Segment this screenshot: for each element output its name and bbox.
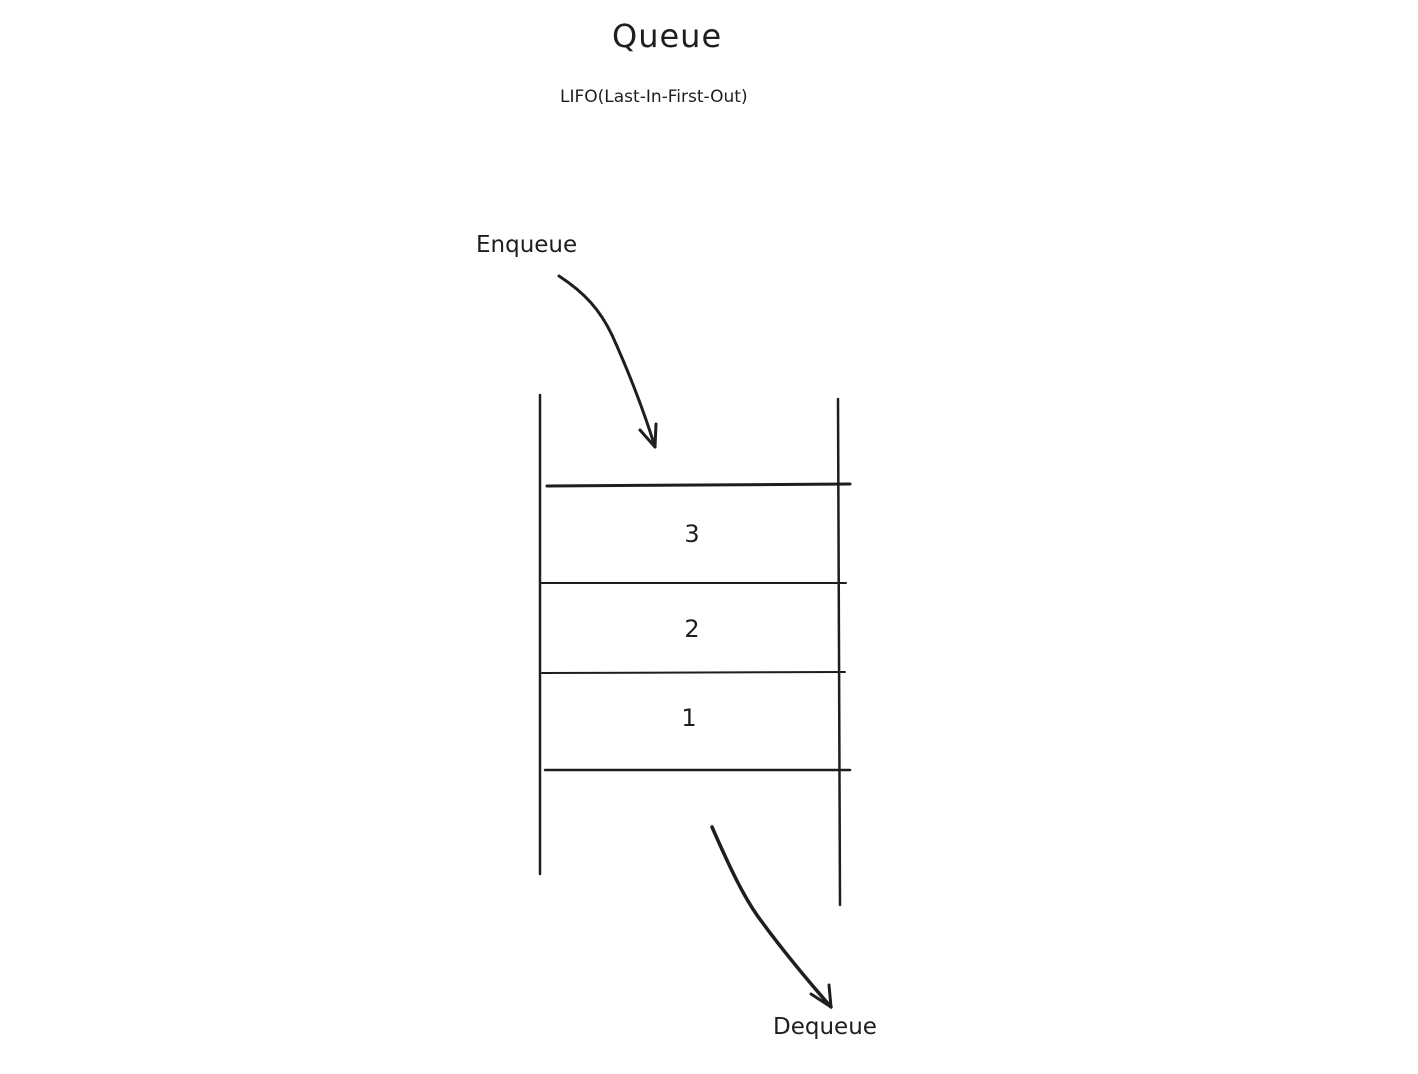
queue-cell-value: 2 (684, 615, 700, 643)
queue-divider-2-1 (541, 671, 846, 674)
queue-cell-value: 1 (681, 704, 697, 732)
enqueue-arrowhead (638, 422, 658, 449)
dequeue-label: Dequeue (773, 1014, 877, 1040)
enqueue-label: Enqueue (476, 232, 578, 258)
dequeue-arrowhead (809, 983, 833, 1009)
dequeue-arrow (710, 825, 833, 1009)
queue-top-divider (545, 482, 852, 488)
queue-cell-value: 3 (684, 520, 700, 548)
diagram-title: Queue (612, 17, 723, 55)
diagram-subtitle: LIFO(Last-In-First-Out) (560, 87, 748, 107)
queue-right-wall (836, 397, 842, 907)
enqueue-arrow (557, 274, 657, 449)
